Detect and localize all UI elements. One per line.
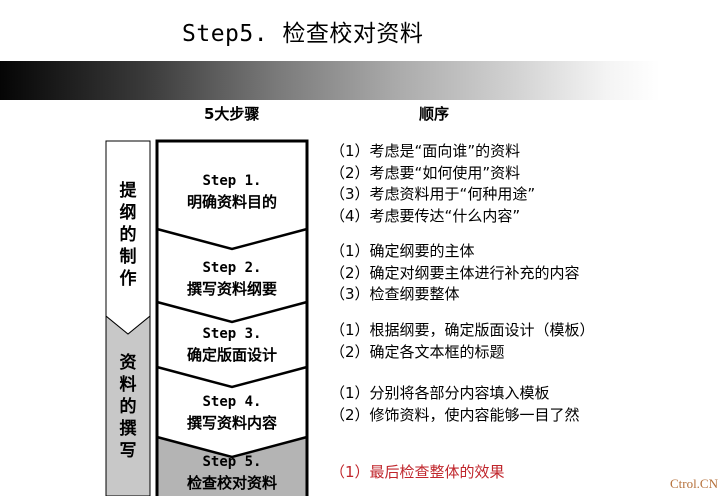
list-item: （2）考虑要“如何使用”资料 xyxy=(330,163,521,182)
step-2-number: Step 2. xyxy=(202,260,262,276)
step-4-chevron xyxy=(156,435,308,459)
step-1: Step 1. 明确资料目的 xyxy=(158,171,306,213)
phase-1-block xyxy=(105,140,151,335)
list-item: （3）考虑资料用于“何种用途” xyxy=(330,185,536,203)
list-item: （1）最后检查整体的效果 xyxy=(330,463,505,481)
step-5: Step 5. 检查校对资料 xyxy=(158,452,306,494)
list-item: （4）考虑要传达“什么内容” xyxy=(330,206,521,225)
step-2-name: 撰写资料纲要 xyxy=(186,280,277,298)
step-1-chevron xyxy=(156,227,308,251)
list-item: （1）确定纲要的主体 xyxy=(330,242,475,260)
step-2-chevron xyxy=(156,300,308,324)
steps-frame xyxy=(157,141,307,496)
phase-label-writing: 资料的撰写 xyxy=(119,353,137,461)
list-item: （3）检查纲要整体 xyxy=(330,285,460,303)
list-item: （1）分别将各部分内容填入模板 xyxy=(330,384,550,402)
phase-label-outline: 提纲的制作 xyxy=(119,181,137,289)
step-1-items: （1）考虑是“面向谁”的资料 （2）考虑要“如何使用”资料 （3）考虑资料用于“… xyxy=(330,141,535,227)
column-header-order: 顺序 xyxy=(419,105,450,123)
step-3-number: Step 3. xyxy=(202,326,262,342)
step-1-name: 明确资料目的 xyxy=(186,193,277,211)
step-3: Step 3. 确定版面设计 xyxy=(158,324,306,366)
list-item: （1）考虑是“面向谁”的资料 xyxy=(330,142,521,160)
step-5-number: Step 5. xyxy=(202,454,262,470)
list-item: （2）确定各文本框的标题 xyxy=(330,342,505,361)
step-5-name: 检查校对资料 xyxy=(186,474,277,492)
list-item: （1）根据纲要，确定版面设计（模板） xyxy=(330,321,595,339)
page-title: Step5. 检查校对资料 xyxy=(182,21,424,47)
step-3-items: （1）根据纲要，确定版面设计（模板） （2）确定各文本框的标题 xyxy=(330,320,595,363)
column-header-steps: 5大步骤 xyxy=(204,105,260,123)
step-1-number: Step 1. xyxy=(202,173,262,189)
step-3-name: 确定版面设计 xyxy=(186,346,277,364)
step-5-fill xyxy=(157,437,307,496)
step-4-items: （1）分别将各部分内容填入模板 （2）修饰资料，使内容能够一目了然 xyxy=(330,383,580,426)
list-item: （2）修饰资料，使内容能够一目了然 xyxy=(330,405,580,424)
header-gradient-bar xyxy=(0,61,660,100)
step-3-chevron xyxy=(156,365,308,389)
step-4-name: 撰写资料内容 xyxy=(186,414,277,432)
watermark: Ctrol.CN xyxy=(669,476,718,491)
step-5-items: （1）最后检查整体的效果 xyxy=(330,462,505,484)
step-2-items: （1）确定纲要的主体 （2）确定对纲要主体进行补充的内容 （3）检查纲要整体 xyxy=(330,241,580,306)
step-4: Step 4. 撰写资料内容 xyxy=(158,392,306,434)
step-4-number: Step 4. xyxy=(202,394,262,410)
list-item: （2）确定对纲要主体进行补充的内容 xyxy=(330,263,580,282)
step-2: Step 2. 撰写资料纲要 xyxy=(158,258,306,300)
